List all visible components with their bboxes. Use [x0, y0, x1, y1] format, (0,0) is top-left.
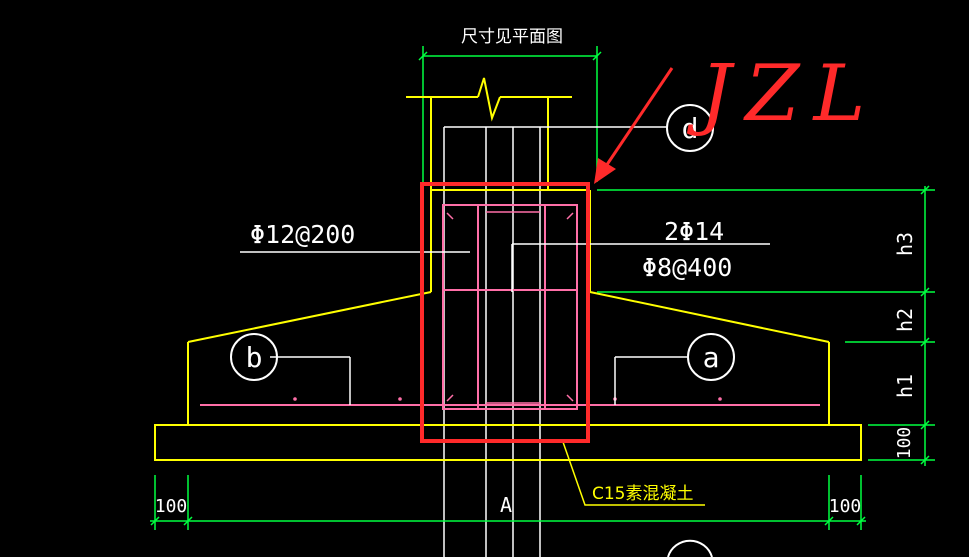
- concrete-note-text: C15素混凝土: [592, 484, 694, 504]
- dim-right-100: 100: [894, 427, 915, 460]
- title-dimension: 尺寸见平面图: [418, 27, 602, 182]
- annotation-arrowhead: [594, 158, 616, 184]
- handwritten-note: JZL: [686, 49, 879, 139]
- footing-reinforcement: [200, 204, 820, 410]
- dim-bottom-right-100: 100: [829, 496, 862, 517]
- dimension-chain-right: [597, 185, 935, 466]
- dim-bottom-left-100: 100: [155, 496, 188, 517]
- rebar-label-right-top: 2Φ14: [664, 217, 724, 246]
- callout-b-label: b: [246, 341, 263, 374]
- dimension-chain-bottom: [150, 475, 866, 530]
- callout-d-label: d: [682, 112, 699, 145]
- callout-d: d: [666, 104, 714, 152]
- concrete-note: C15素混凝土: [562, 441, 705, 506]
- drawing-title: 尺寸见平面图: [461, 27, 563, 47]
- callout-a: a: [687, 333, 735, 381]
- callout-b: b: [230, 333, 278, 381]
- rebar-label-left: Φ12@200: [250, 220, 355, 249]
- dim-bottom-A: A: [500, 493, 512, 517]
- dim-h3: h3: [893, 232, 917, 256]
- callout-a-label: a: [703, 341, 720, 374]
- highlight-box: [420, 182, 590, 443]
- rebar-label-right-bottom: Φ8@400: [642, 253, 732, 282]
- rebar-leaders: [240, 243, 770, 405]
- column-stub: [406, 77, 668, 557]
- partial-callout-bottom: [667, 539, 713, 557]
- annotation-arrow-shaft: [598, 67, 674, 176]
- dim-h2: h2: [893, 308, 917, 332]
- red-annotation: JZL: [420, 49, 879, 443]
- dim-h1: h1: [893, 374, 917, 398]
